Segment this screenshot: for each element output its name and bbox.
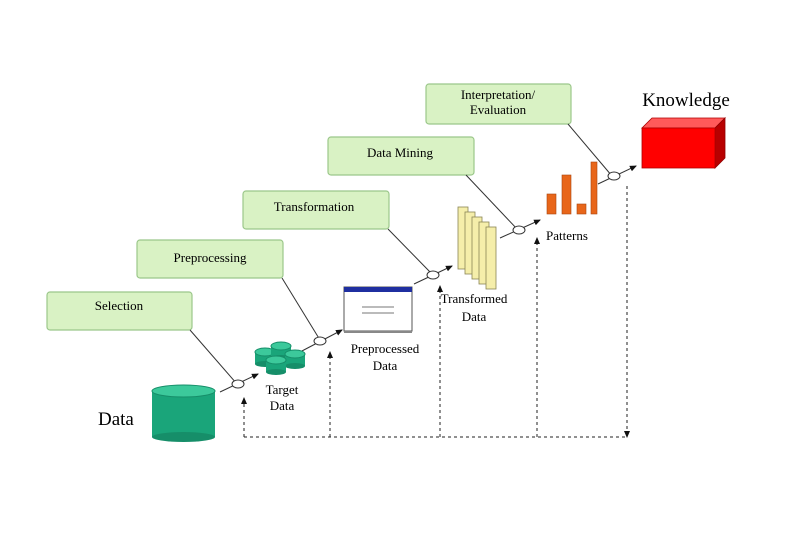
data-label: Data: [98, 409, 134, 430]
connector-1-icon: [231, 379, 245, 389]
patterns-label: Patterns: [546, 228, 588, 243]
selection-leader: [189, 329, 238, 385]
connector-3-icon: [426, 270, 440, 280]
connector-2-icon: [313, 336, 327, 346]
step-preprocessing-label: Preprocessing: [174, 250, 247, 265]
target-data-label-2: Data: [270, 398, 295, 413]
step-selection-label: Selection: [95, 298, 144, 313]
step-data-mining: Data Mining: [327, 136, 475, 176]
preprocessed-data-window-icon: [343, 286, 413, 333]
interpretation-leader: [567, 123, 613, 177]
knowledge-cube-icon: [641, 117, 726, 169]
feedback-loop: [241, 186, 630, 438]
preprocessed-data-label-1: Preprocessed: [351, 341, 420, 356]
step-data-mining-label: Data Mining: [367, 145, 434, 160]
target-data-icon: [254, 341, 306, 375]
transformed-data-label-2: Data: [462, 309, 487, 324]
target-data-label-1: Target: [266, 382, 299, 397]
knowledge-label: Knowledge: [642, 90, 730, 111]
transformed-data-stack-icon: [457, 206, 497, 290]
connector-5-icon: [607, 171, 621, 181]
step-preprocessing: Preprocessing: [136, 239, 284, 279]
step-selection: Selection: [46, 291, 193, 331]
transformation-leader: [387, 228, 433, 275]
step-interpretation-label-2: Evaluation: [470, 102, 527, 117]
step-interpretation-evaluation: Interpretation/ Evaluation: [425, 83, 572, 125]
step-interpretation-label-1: Interpretation/: [461, 87, 536, 102]
data-cylinder-icon: [151, 384, 216, 442]
flow-arrows: [219, 165, 637, 393]
transformed-data-label-1: Transformed: [441, 291, 508, 306]
preprocessing-leader: [281, 277, 321, 341]
preprocessed-data-label-2: Data: [373, 358, 398, 373]
step-transformation: Transformation: [242, 190, 390, 230]
connector-4-icon: [512, 225, 526, 235]
step-transformation-label: Transformation: [274, 199, 355, 214]
patterns-bars-icon: [546, 161, 598, 215]
data-mining-leader: [465, 174, 519, 231]
